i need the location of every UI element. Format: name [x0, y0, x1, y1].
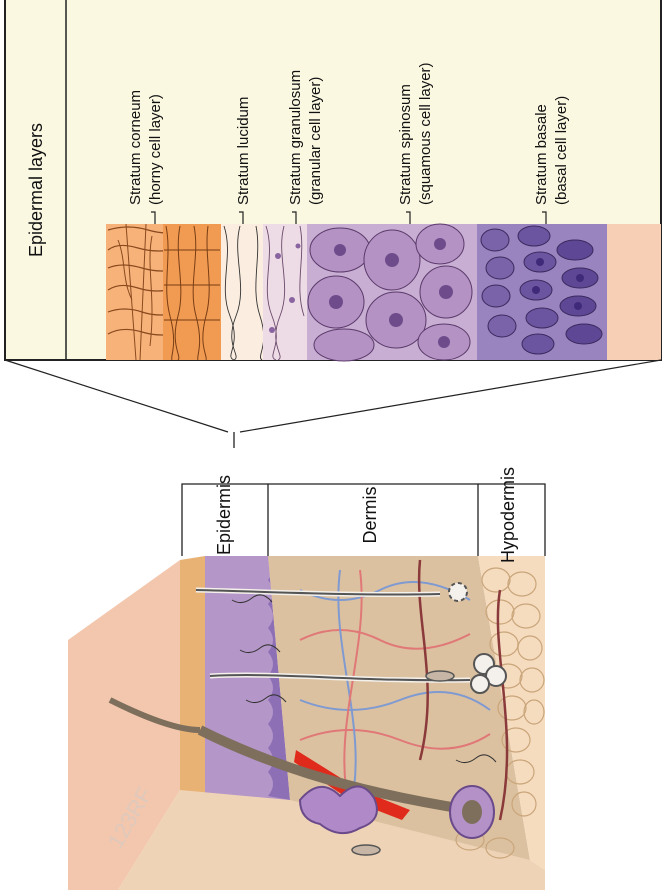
epidermal-layers-panel: Epidermal layers Stratum corneum (horny …: [5, 0, 661, 361]
stratum-basale-detail: (basal cell layer): [553, 96, 570, 205]
magnify-callout-lines: [5, 360, 661, 432]
stratum-basale-band: [477, 224, 607, 360]
stratum-lucidum-label: Stratum lucidum: [235, 97, 252, 205]
stratum-granulosum-label: Stratum granulosum: [287, 70, 304, 205]
stratum-basale-label: Stratum basale: [533, 104, 550, 205]
dermis-label: Dermis: [360, 487, 380, 544]
stratum-corneum-detail: (horny cell layer): [147, 94, 164, 205]
panel-title: Epidermal layers: [26, 123, 46, 257]
stratum-corneum-band: [106, 224, 221, 360]
stratum-corneum-label: Stratum corneum: [127, 90, 144, 205]
hypodermis-label: Hypodermis: [498, 467, 518, 563]
stratum-spinosum-detail: (squamous cell layer): [417, 62, 434, 205]
skin-block: [68, 556, 545, 890]
stratum-spinosum-label: Stratum spinosum: [397, 84, 414, 205]
dermis-strip: [607, 224, 661, 360]
stratum-lucidum-band: [221, 224, 264, 360]
pacinian-corpuscle: [426, 671, 454, 681]
stratum-granulosum-detail: (granular cell layer): [307, 77, 324, 205]
stratum-granulosum-band: [263, 224, 307, 360]
stratum-spinosum-band: [307, 224, 477, 361]
epidermis-label: Epidermis: [214, 475, 234, 555]
touch-receptor: [352, 845, 380, 855]
